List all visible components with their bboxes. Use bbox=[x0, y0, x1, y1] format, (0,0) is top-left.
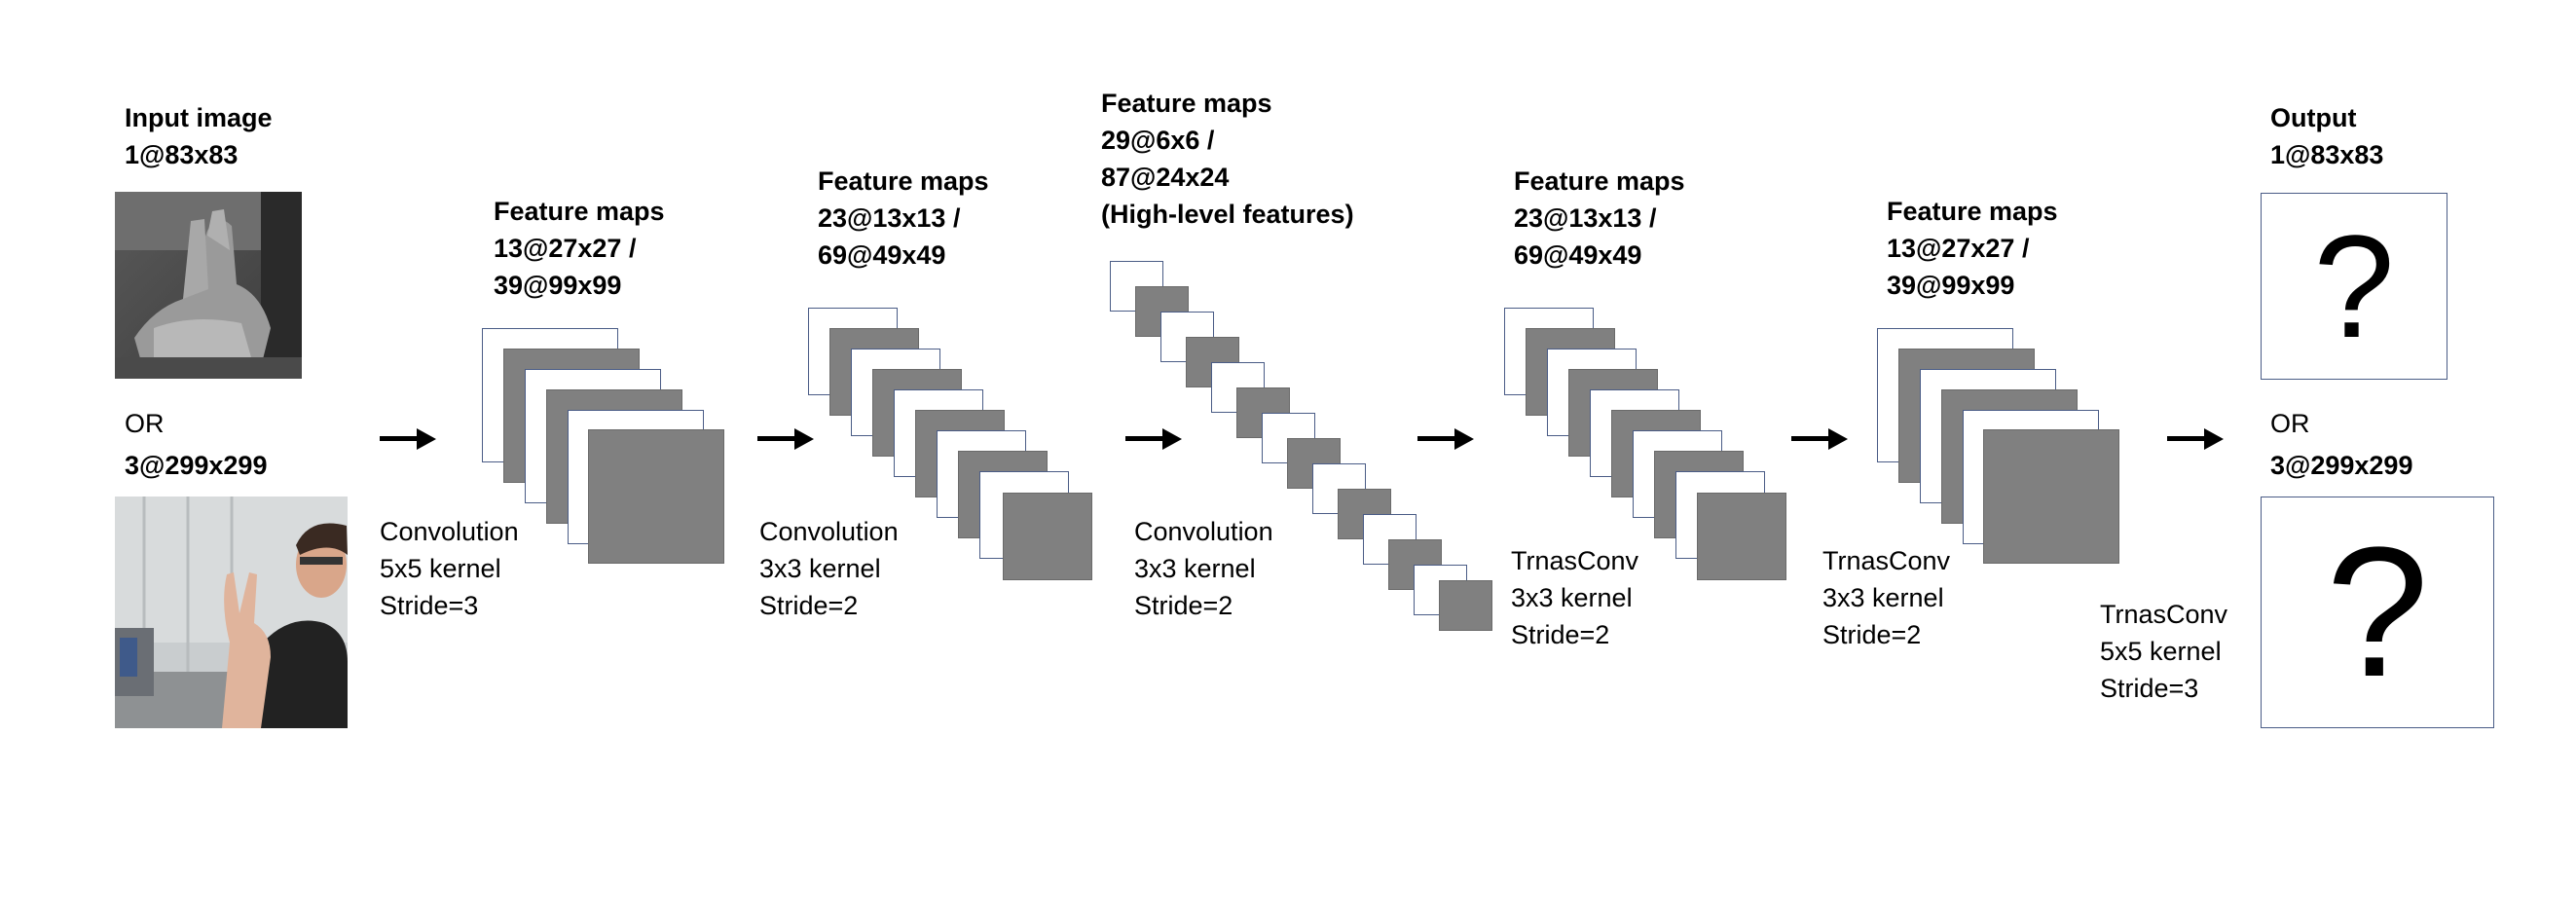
op-stride: Stride=3 bbox=[380, 591, 479, 620]
stage5-op-label: TrnasConv 3x3 kernel Stride=2 bbox=[1822, 542, 1950, 653]
maps-dims-large: 69@49x49 bbox=[818, 240, 946, 270]
feature-map bbox=[588, 429, 724, 564]
output-small-box: ? bbox=[2261, 193, 2447, 380]
maps-note: (High-level features) bbox=[1101, 200, 1354, 229]
feature-map bbox=[1697, 493, 1786, 580]
op-stride: Stride=3 bbox=[2100, 674, 2199, 703]
feature-map bbox=[1003, 493, 1092, 580]
question-mark-icon: ? bbox=[2313, 204, 2395, 368]
stage2-op-label: Convolution 3x3 kernel Stride=2 bbox=[759, 513, 899, 624]
arrow-right-icon bbox=[380, 427, 436, 450]
maps-heading: Feature maps bbox=[1101, 89, 1272, 118]
op-kernel: 3x3 kernel bbox=[759, 554, 881, 583]
op-stride: Stride=2 bbox=[1822, 620, 1922, 649]
maps-dims-large: 87@24x24 bbox=[1101, 163, 1230, 192]
op-kernel: 3x3 kernel bbox=[1511, 583, 1633, 612]
input-depth-image bbox=[115, 192, 302, 379]
stage6-op-label: TrnasConv 5x5 kernel Stride=3 bbox=[2100, 596, 2227, 707]
op-name: TrnasConv bbox=[1511, 546, 1639, 575]
op-name: TrnasConv bbox=[1822, 546, 1951, 575]
op-name: Convolution bbox=[380, 517, 519, 546]
maps-dims-large: 69@49x49 bbox=[1514, 240, 1642, 270]
input-title: Input image 1@83x83 bbox=[125, 99, 273, 173]
stage3-maps-label: Feature maps 29@6x6 / 87@24x24 (High-lev… bbox=[1101, 85, 1354, 233]
op-kernel: 3x3 kernel bbox=[1134, 554, 1256, 583]
output-or-label: OR bbox=[2270, 409, 2310, 438]
output-title: Output 1@83x83 bbox=[2270, 99, 2383, 173]
arrow-right-icon bbox=[1417, 427, 1474, 450]
output-size-small: 1@83x83 bbox=[2270, 140, 2384, 169]
stage5-maps-label: Feature maps 13@27x27 / 39@99x99 bbox=[1887, 193, 2058, 304]
input-rgb-image bbox=[115, 497, 348, 728]
op-name: Convolution bbox=[1134, 517, 1273, 546]
maps-dims-small: 13@27x27 / bbox=[1887, 234, 2030, 263]
stage4-maps-label: Feature maps 23@13x13 / 69@49x49 bbox=[1514, 163, 1685, 274]
question-mark-icon: ? bbox=[2326, 509, 2429, 716]
maps-heading: Feature maps bbox=[818, 166, 989, 196]
output-title-text: Output bbox=[2270, 103, 2357, 132]
op-stride: Stride=2 bbox=[759, 591, 859, 620]
arrow-right-icon bbox=[1791, 427, 1848, 450]
op-stride: Stride=2 bbox=[1511, 620, 1610, 649]
stage4-op-label: TrnasConv 3x3 kernel Stride=2 bbox=[1511, 542, 1638, 653]
maps-heading: Feature maps bbox=[1887, 197, 2058, 226]
maps-dims-small: 29@6x6 / bbox=[1101, 126, 1215, 155]
output-size-large: 3@299x299 bbox=[2270, 451, 2413, 480]
maps-heading: Feature maps bbox=[494, 197, 665, 226]
stage3-op-label: Convolution 3x3 kernel Stride=2 bbox=[1134, 513, 1273, 624]
op-name: Convolution bbox=[759, 517, 899, 546]
maps-heading: Feature maps bbox=[1514, 166, 1685, 196]
input-size-large: 3@299x299 bbox=[125, 451, 268, 480]
op-kernel: 3x3 kernel bbox=[1822, 583, 1944, 612]
op-kernel: 5x5 kernel bbox=[2100, 637, 2222, 666]
arrow-right-icon bbox=[2167, 427, 2224, 450]
input-title-text: Input image bbox=[125, 103, 273, 132]
input-size-small: 1@83x83 bbox=[125, 140, 239, 169]
stage2-maps-label: Feature maps 23@13x13 / 69@49x49 bbox=[818, 163, 989, 274]
feature-map bbox=[1983, 429, 2119, 564]
arrow-right-icon bbox=[757, 427, 814, 450]
output-large-box: ? bbox=[2261, 497, 2494, 728]
arrow-right-icon bbox=[1125, 427, 1182, 450]
op-stride: Stride=2 bbox=[1134, 591, 1233, 620]
input-or-label: OR bbox=[125, 409, 165, 438]
maps-dims-small: 23@13x13 / bbox=[818, 203, 961, 233]
stage1-op-label: Convolution 5x5 kernel Stride=3 bbox=[380, 513, 519, 624]
maps-dims-large: 39@99x99 bbox=[1887, 271, 2015, 300]
feature-map bbox=[1439, 580, 1492, 631]
maps-dims-large: 39@99x99 bbox=[494, 271, 622, 300]
op-kernel: 5x5 kernel bbox=[380, 554, 501, 583]
stage1-maps-label: Feature maps 13@27x27 / 39@99x99 bbox=[494, 193, 665, 304]
maps-dims-small: 23@13x13 / bbox=[1514, 203, 1657, 233]
maps-dims-small: 13@27x27 / bbox=[494, 234, 637, 263]
op-name: TrnasConv bbox=[2100, 600, 2228, 629]
